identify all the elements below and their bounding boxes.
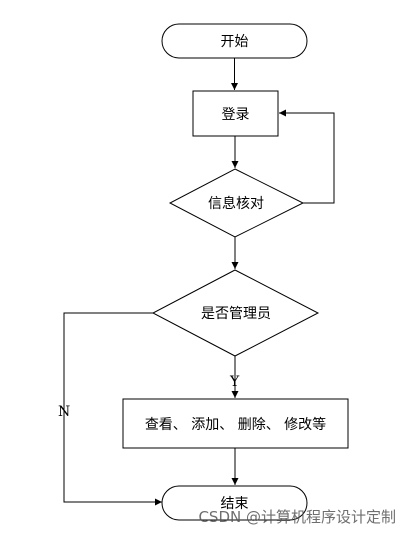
start-node: 开始 [161, 23, 308, 59]
start-label: 开始 [221, 34, 249, 50]
is-admin-node: 是否管理员 [151, 269, 320, 357]
actions-node: 查看、 添加、 删除、 修改等 [122, 398, 349, 449]
login-node: 登录 [192, 90, 279, 137]
verify-node: 信息核对 [168, 168, 305, 238]
watermark-text: CSDN @计算机程序设计定制 [198, 508, 396, 526]
end-label: 结束 [221, 496, 249, 512]
is-admin-label: 是否管理员 [201, 306, 271, 322]
actions-label: 查看、 添加、 删除、 修改等 [145, 416, 326, 433]
end-node: 结束 [161, 485, 308, 521]
login-label: 登录 [222, 107, 250, 123]
edge-admin-no-to-end [63, 312, 162, 506]
no-label: N [58, 404, 70, 420]
edge-verify-loop-to-login [279, 109, 335, 204]
verify-label: 信息核对 [208, 195, 264, 212]
yes-label: Y [229, 374, 240, 390]
